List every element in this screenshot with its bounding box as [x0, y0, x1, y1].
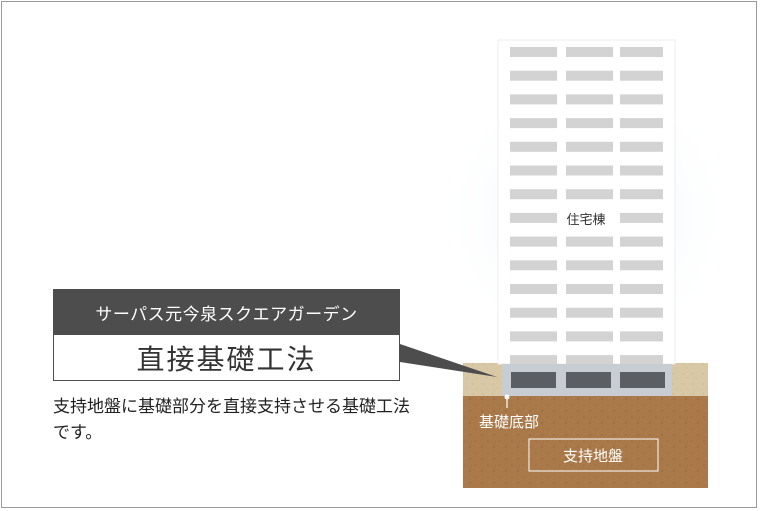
tower-window: [620, 165, 663, 176]
tower-window: [566, 355, 613, 366]
foundation-marker-dot: [504, 394, 510, 400]
method-description: 支持地盤に基礎部分を直接支持させる基礎工法です。: [53, 397, 410, 443]
tower-window: [510, 94, 557, 105]
tower-window: [566, 70, 613, 81]
tower-window: [620, 355, 663, 366]
tower-window: [620, 70, 663, 81]
tower-window: [620, 331, 663, 342]
tower-window: [620, 236, 663, 247]
foundation-bottom-label: 基礎底部: [479, 413, 539, 431]
tower-window: [566, 236, 613, 247]
tower-window: [620, 212, 663, 223]
tower-window: [566, 331, 613, 342]
method-callout: サーパス元今泉スクエアガーデン 直接基礎工法: [53, 289, 400, 381]
tower-window: [620, 307, 663, 318]
tower-window: [510, 331, 557, 342]
tower-label-plate: [557, 208, 615, 230]
tower-window: [620, 189, 663, 200]
tower-window: [510, 284, 557, 294]
tower-window: [620, 118, 663, 129]
foundation-footing: [566, 372, 611, 388]
method-title: 直接基礎工法: [53, 335, 400, 381]
tower-window: [620, 94, 663, 105]
foundation-footing: [620, 372, 665, 388]
tower-window: [566, 118, 613, 129]
tower-window: [510, 165, 557, 176]
tower-window: [620, 284, 663, 294]
tower-window: [566, 141, 613, 152]
tower-window: [566, 94, 613, 105]
tower-window: [566, 165, 613, 176]
foundation-footing: [511, 372, 556, 388]
tower-window: [510, 236, 557, 247]
tower-window: [510, 47, 557, 57]
bearing-ground-box: [528, 438, 659, 472]
tower-window: [566, 284, 613, 294]
tower-window: [510, 70, 557, 81]
tower-window: [510, 189, 557, 200]
tower-window: [510, 260, 557, 271]
tower-window: [510, 355, 557, 366]
tower-window: [620, 47, 663, 57]
tower-window: [510, 141, 557, 152]
tower-label: 住宅棟: [566, 213, 605, 228]
tower-window: [566, 47, 613, 57]
tower-window: [620, 141, 663, 152]
tower-window: [566, 307, 613, 318]
tower-window: [510, 212, 557, 223]
tower-window: [566, 189, 613, 200]
callout-pointer: [400, 344, 497, 377]
bearing-ground-label: 支持地盤: [563, 447, 623, 465]
tower-window: [566, 260, 613, 271]
tower-window: [620, 260, 663, 271]
tower-window: [510, 307, 557, 318]
tower-windows: [510, 47, 663, 366]
tower-window: [510, 118, 557, 129]
project-name: サーパス元今泉スクエアガーデン: [53, 289, 400, 335]
